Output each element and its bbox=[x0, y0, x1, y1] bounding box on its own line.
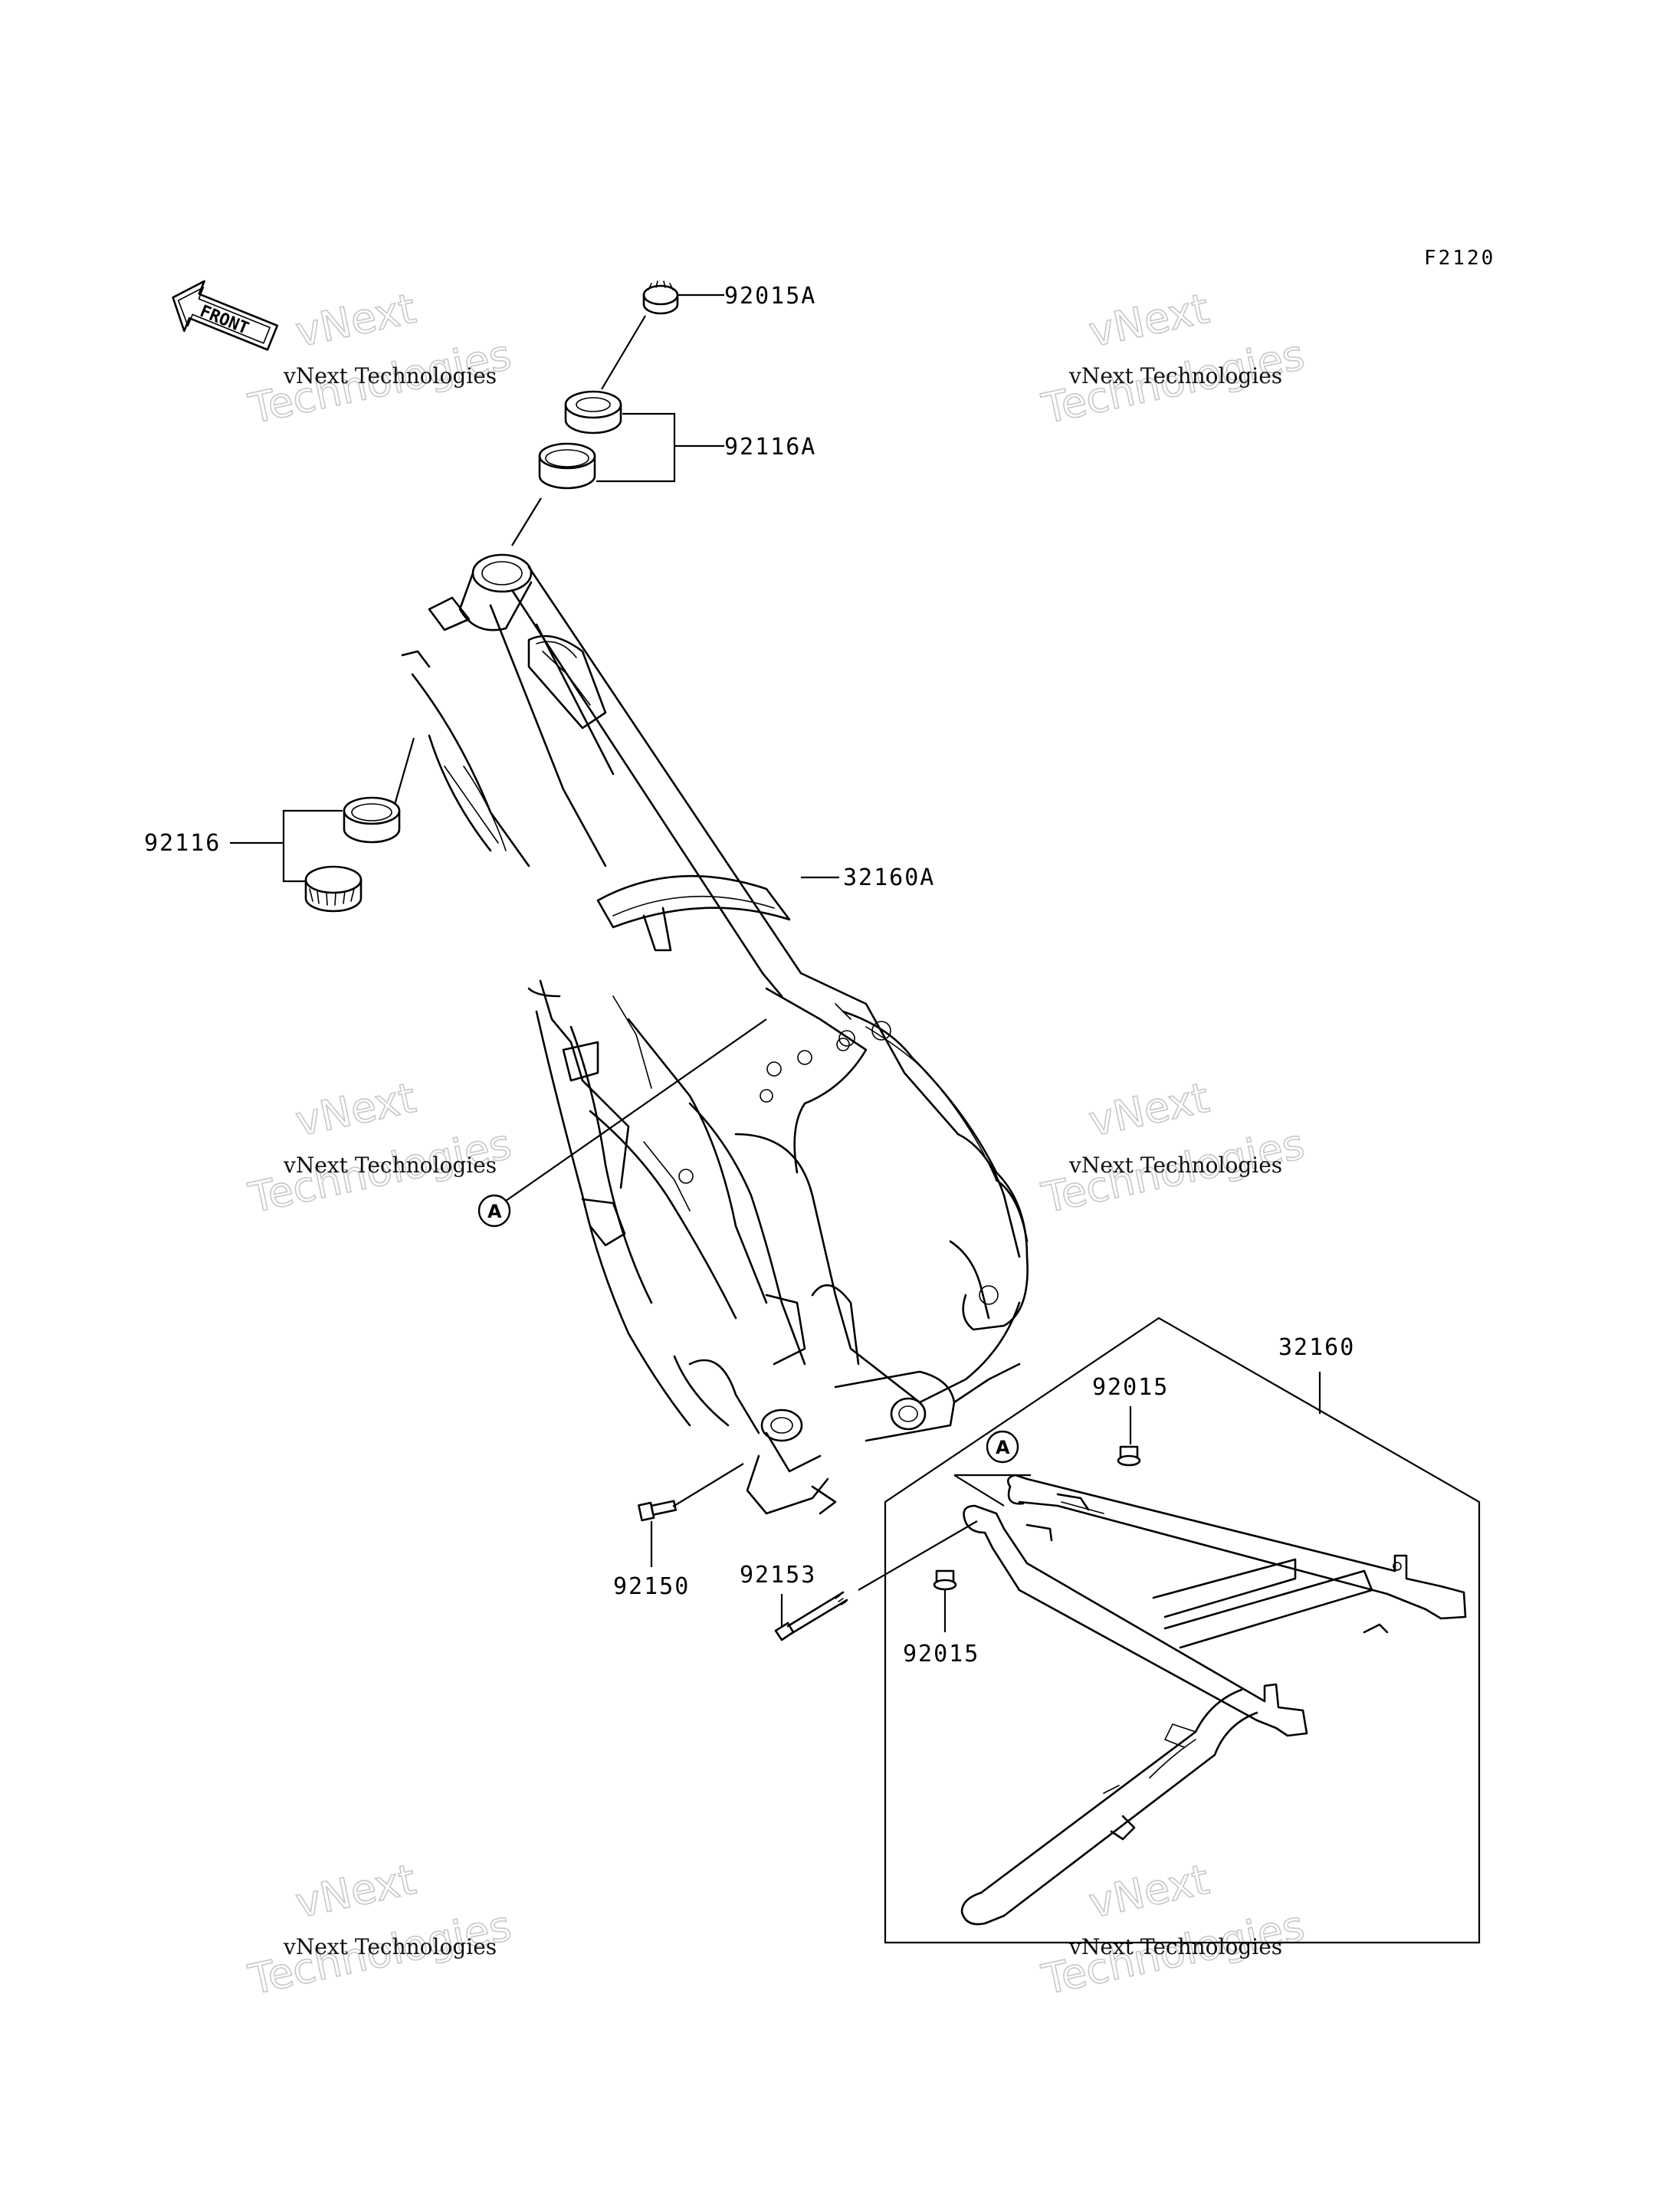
svg-text:vNext: vNext bbox=[1084, 1855, 1212, 1927]
bolt-92153 bbox=[774, 1591, 848, 1641]
bearing-race-92116-upper bbox=[343, 796, 401, 844]
main-frame-32160A bbox=[401, 553, 1029, 1515]
label-92015-bottom: 92015 bbox=[903, 1641, 979, 1667]
label-92153: 92153 bbox=[740, 1562, 816, 1589]
watermark-mid-right: vNext Technologies vNext Technologies bbox=[1037, 1073, 1309, 1223]
svg-text:vNext: vNext bbox=[1084, 284, 1212, 356]
svg-text:vNext Technologies: vNext Technologies bbox=[283, 363, 497, 389]
bearing-92116A-upper bbox=[564, 390, 622, 434]
figure-ref: F2120 bbox=[1424, 247, 1495, 270]
bolt-92015-bottom bbox=[933, 1569, 957, 1591]
svg-text:vNext: vNext bbox=[291, 284, 419, 356]
svg-text:A: A bbox=[487, 1201, 502, 1222]
sub-frame-32160 bbox=[960, 1474, 1467, 1926]
label-92015A: 92015A bbox=[724, 283, 816, 310]
bolt-92015-top bbox=[1117, 1445, 1141, 1467]
bearing-92116-lower bbox=[304, 865, 363, 913]
ref-marker-a-left: A bbox=[477, 1194, 511, 1228]
ref-marker-a-right: A bbox=[986, 1430, 1019, 1464]
svg-text:A: A bbox=[996, 1437, 1010, 1458]
bolt-92150 bbox=[638, 1500, 677, 1522]
bearing-race-92116A-lower bbox=[538, 442, 596, 490]
svg-text:vNext Technologies: vNext Technologies bbox=[1068, 1153, 1282, 1178]
watermark-bottom-right: vNext Technologies vNext Technologies bbox=[1037, 1854, 1309, 2005]
svg-text:vNext Technologies: vNext Technologies bbox=[283, 1153, 497, 1178]
watermark-top-left: vNext Technologies vNext Technologies bbox=[244, 284, 516, 434]
svg-text:vNext Technologies: vNext Technologies bbox=[1068, 363, 1282, 389]
label-92150: 92150 bbox=[613, 1573, 690, 1600]
watermark-bottom-left: vNext Technologies vNext Technologies bbox=[244, 1854, 516, 2005]
watermark-mid-left: vNext Technologies vNext Technologies bbox=[244, 1073, 516, 1223]
label-92116A: 92116A bbox=[724, 434, 816, 461]
svg-text:vNext: vNext bbox=[291, 1855, 419, 1927]
stem-nut-92015A bbox=[642, 280, 679, 315]
watermark-top-right: vNext Technologies vNext Technologies bbox=[1037, 284, 1309, 434]
label-92116: 92116 bbox=[144, 830, 221, 857]
svg-text:vNext: vNext bbox=[291, 1074, 419, 1146]
svg-text:vNext Technologies: vNext Technologies bbox=[283, 1934, 497, 1959]
label-32160A: 32160A bbox=[843, 864, 935, 891]
svg-text:vNext Technologies: vNext Technologies bbox=[1068, 1934, 1282, 1959]
svg-text:vNext: vNext bbox=[1084, 1074, 1212, 1146]
front-arrow-icon: FRONT bbox=[172, 280, 279, 351]
label-32160: 32160 bbox=[1278, 1334, 1355, 1361]
label-92015-top: 92015 bbox=[1092, 1374, 1169, 1401]
